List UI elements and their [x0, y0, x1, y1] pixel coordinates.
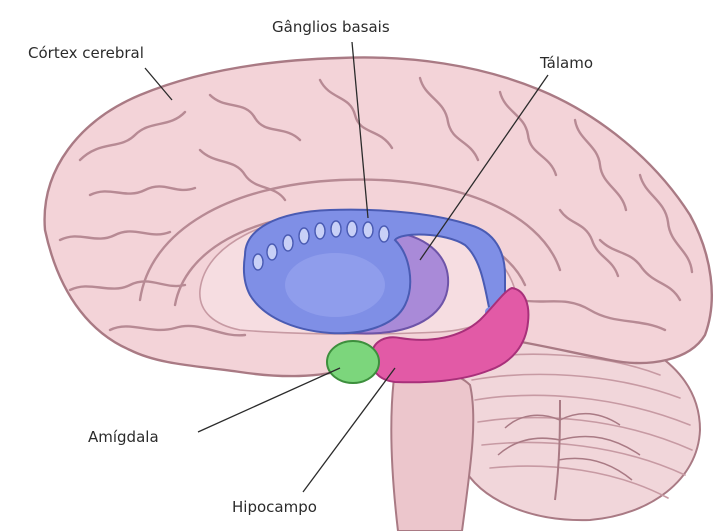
- label-basal-ganglia: Gânglios basais: [272, 18, 390, 36]
- amygdala-leader-line: [198, 368, 340, 432]
- brainstem: [391, 368, 473, 531]
- amygdala: [327, 341, 379, 383]
- label-amygdala: Amígdala: [88, 428, 159, 446]
- label-hippocampus: Hipocampo: [232, 498, 317, 516]
- label-thalamus: Tálamo: [539, 54, 593, 72]
- label-cortex: Córtex cerebral: [28, 44, 144, 62]
- hippocampus-leader-line: [303, 368, 395, 492]
